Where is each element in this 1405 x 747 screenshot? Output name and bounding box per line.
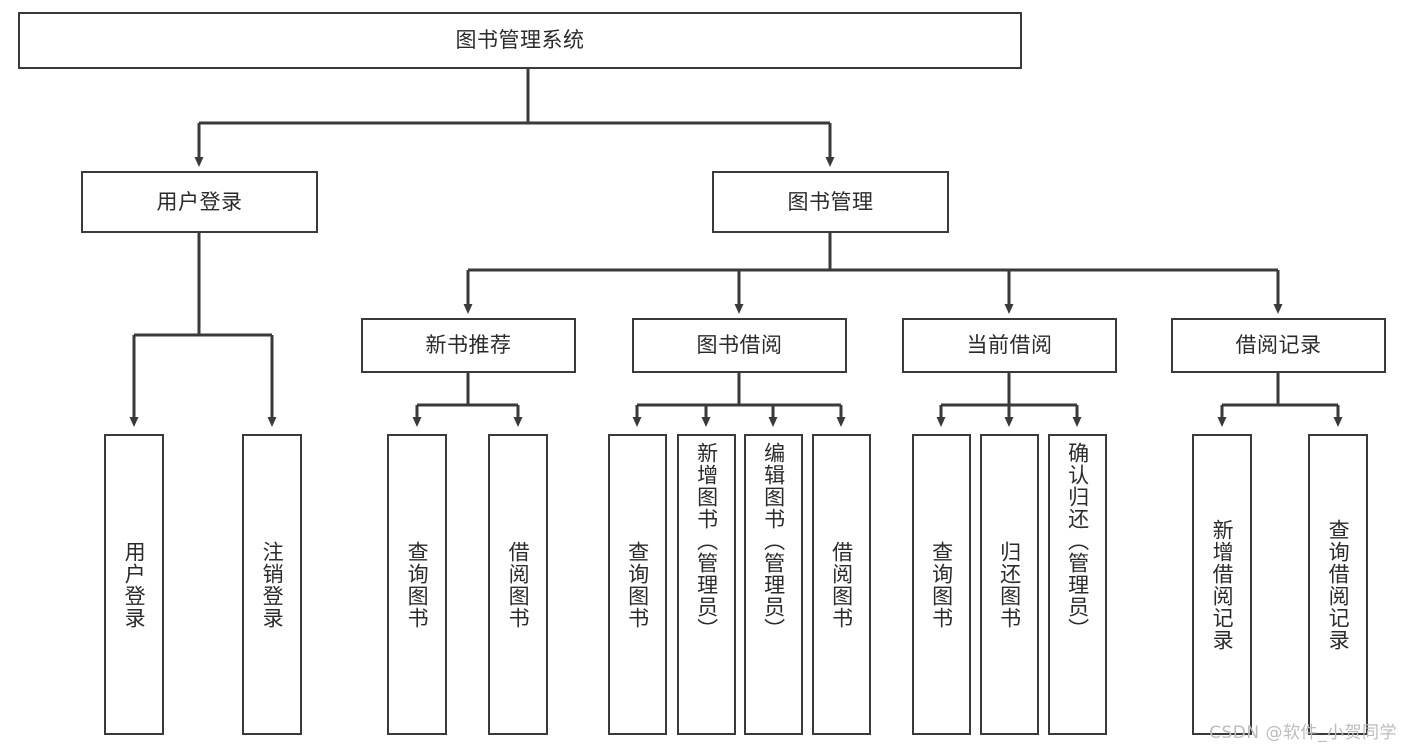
node-label: 图书借阅 (696, 333, 783, 358)
node-leaf-bb-borrow-book[interactable]: 借阅图书 (812, 434, 871, 735)
node-leaf-bb-edit-book[interactable]: 编辑图书（管理员） (744, 434, 803, 735)
node-leaf-br-add-record[interactable]: 新增借阅记录 (1192, 434, 1252, 735)
node-label: 图书管理系统 (455, 28, 585, 53)
node-leaf-nb-borrow-book[interactable]: 借阅图书 (488, 434, 548, 735)
node-borrow-record[interactable]: 借阅记录 (1171, 318, 1386, 373)
node-leaf-bb-query-book[interactable]: 查询图书 (608, 434, 667, 735)
node-label: 新书推荐 (425, 333, 512, 358)
node-label: 查询图书 (405, 540, 430, 629)
node-leaf-cb-return-book[interactable]: 归还图书 (980, 434, 1039, 735)
node-label: 借阅图书 (829, 540, 854, 629)
node-leaf-nb-query-book[interactable]: 查询图书 (387, 434, 447, 735)
node-book-management[interactable]: 图书管理 (712, 171, 949, 233)
node-label: 借阅图书 (506, 540, 531, 629)
node-current-borrow[interactable]: 当前借阅 (902, 318, 1117, 373)
node-book-borrow[interactable]: 图书借阅 (632, 318, 847, 373)
node-new-book-recommend[interactable]: 新书推荐 (361, 318, 576, 373)
node-label: 新增图书（管理员） (694, 442, 719, 640)
node-label: 新增借阅记录 (1210, 518, 1235, 651)
node-label: 注销登录 (260, 540, 285, 629)
node-label: 用户登录 (122, 540, 147, 629)
node-user-login[interactable]: 用户登录 (81, 171, 318, 233)
node-label: 查询图书 (929, 540, 954, 629)
node-leaf-logout[interactable]: 注销登录 (242, 434, 302, 735)
node-label: 归还图书 (997, 540, 1022, 629)
node-leaf-cb-confirm-return[interactable]: 确认归还（管理员） (1048, 434, 1107, 735)
csdn-watermark: CSDN @软件_小贺同学 (1209, 723, 1397, 743)
node-root-book-management-system[interactable]: 图书管理系统 (18, 12, 1022, 69)
node-leaf-br-query-record[interactable]: 查询借阅记录 (1308, 434, 1368, 735)
node-label: 图书管理 (787, 189, 874, 214)
node-label: 查询图书 (625, 540, 650, 629)
node-label: 查询借阅记录 (1326, 518, 1351, 651)
node-label: 用户登录 (156, 189, 243, 214)
node-leaf-bb-add-book[interactable]: 新增图书（管理员） (677, 434, 736, 735)
node-label: 当前借阅 (966, 333, 1053, 358)
node-label: 确认归还（管理员） (1065, 442, 1090, 640)
node-label: 编辑图书（管理员） (761, 442, 786, 640)
node-label: 借阅记录 (1235, 333, 1322, 358)
node-leaf-cb-query-book[interactable]: 查询图书 (912, 434, 971, 735)
node-leaf-user-login[interactable]: 用户登录 (104, 434, 164, 735)
